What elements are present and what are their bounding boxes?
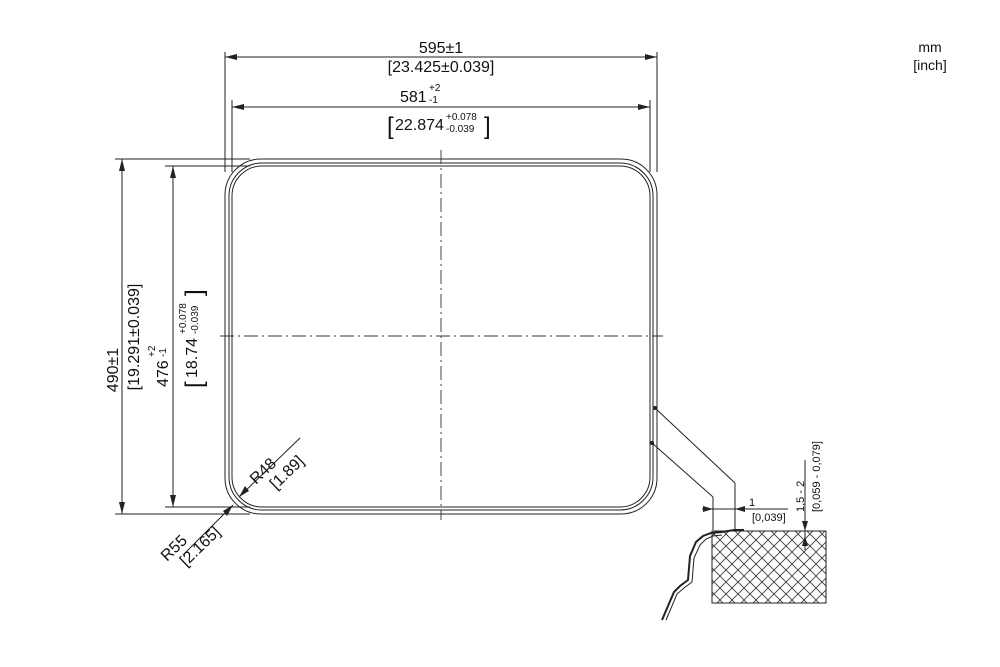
inner-width-dimension: 581 +2 -1 [ 22.874 +0.078 -0.039 ] xyxy=(231,83,651,172)
sink-lip xyxy=(721,529,744,533)
inner-height-mm-tol-upper: +2 xyxy=(147,345,158,357)
inner-height-mm-tol-lower: -1 xyxy=(158,348,169,357)
outer-height-inch: [19.291±0.039] xyxy=(126,284,143,391)
outer-width-dimension: 595±1 [23.425±0.039] xyxy=(224,40,658,172)
inner-height-dimension: 476 +2 -1 [ 18.74 +0.078 -0.039 ] xyxy=(147,165,250,508)
inner-width-mm: 581 xyxy=(400,89,427,106)
inner-width-mm-tol-upper: +2 xyxy=(429,83,441,94)
sink-rim-profile xyxy=(661,531,723,621)
inner-width-inch-tol-lower: -0.039 xyxy=(446,124,475,135)
gap-mm: 1 xyxy=(749,497,755,509)
inner-height-bracket-close: ] xyxy=(181,289,208,296)
depth-mm: 1,5 - 2 xyxy=(795,481,807,512)
sink-inner-contour xyxy=(231,165,651,508)
outer-width-inch: [23.425±0.039] xyxy=(388,59,495,76)
inner-width-inch: 22.874 xyxy=(395,117,444,134)
inner-height-inch: 18.74 xyxy=(184,338,201,378)
inner-width-mm-tol-lower: -1 xyxy=(429,95,438,106)
outer-height-dimension: 490±1 [19.291±0.039] xyxy=(105,158,250,515)
outer-radius-callout: R55 [2.165] xyxy=(158,504,234,570)
inner-height-inch-tol-lower: -0.039 xyxy=(190,305,201,334)
units-mm-label: mm xyxy=(918,39,941,55)
outer-width-mm: 595±1 xyxy=(419,40,463,57)
inner-height-bracket-open: [ xyxy=(181,381,208,388)
units-inch-label: [inch] xyxy=(913,57,946,73)
depth-inch: [0,059 - 0,079] xyxy=(811,441,823,512)
gap-inch: [0,039] xyxy=(752,512,786,524)
inner-width-bracket-open: [ xyxy=(387,113,394,140)
inner-radius-callout: R48 [1.89] xyxy=(238,437,308,498)
section-detail: 1 [0,039] 1,5 - 2 [0,059 - 0,079] xyxy=(651,407,827,621)
inner-width-bracket-close: ] xyxy=(484,113,491,140)
outer-height-mm: 490±1 xyxy=(105,348,122,392)
inner-height-inch-tol-upper: +0.078 xyxy=(178,303,189,334)
sink-rim-profile-inner xyxy=(665,534,723,621)
inner-height-mm: 476 xyxy=(155,360,172,387)
inner-width-inch-tol-upper: +0.078 xyxy=(446,112,477,123)
countertop-section xyxy=(711,530,827,604)
